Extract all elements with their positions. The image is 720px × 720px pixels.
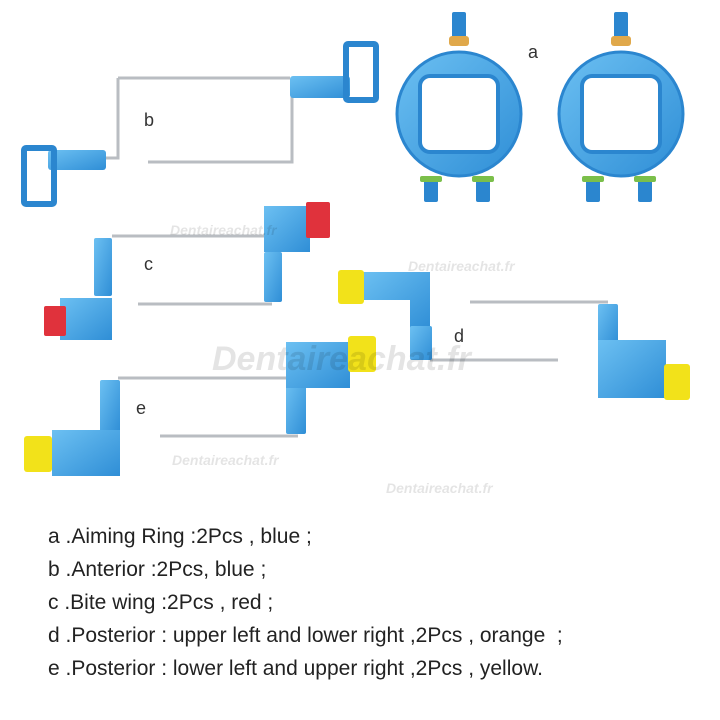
bite-wing-holder-2 xyxy=(138,202,330,306)
label-c: c xyxy=(144,254,153,274)
watermark-5: Dentaireachat.fr xyxy=(386,480,493,496)
watermark-1: Dentaireachat.fr xyxy=(170,222,277,238)
positioner-kit-drawing xyxy=(21,12,690,476)
posterior-orange-holder-1 xyxy=(338,270,558,362)
label-b: b xyxy=(144,110,155,130)
posterior-yellow-holder-1 xyxy=(24,376,300,476)
label-e: e xyxy=(136,398,147,418)
bite-wing-holder-1 xyxy=(44,234,300,340)
anterior-holder-1 xyxy=(21,76,290,207)
watermark-4: Dentaireachat.fr xyxy=(172,452,279,468)
product-illustration: a b c d e Dentaireachat.fr Dentaireachat… xyxy=(21,12,690,496)
legend-item-e: e .Posterior : lower left and upper righ… xyxy=(48,657,543,680)
label-d: d xyxy=(454,326,465,346)
posterior-orange-holder-2 xyxy=(470,300,690,400)
aiming-ring-left xyxy=(395,12,523,202)
anterior-holder-2 xyxy=(148,41,379,164)
legend-item-d: d .Posterior : upper left and lower righ… xyxy=(48,624,563,647)
posterior-yellow-holder-2 xyxy=(160,336,376,438)
legend-item-a: a .Aiming Ring :2Pcs , blue ; xyxy=(48,525,312,548)
legend-item-c: c .Bite wing :2Pcs , red ; xyxy=(48,591,274,614)
parts-legend: a .Aiming Ring :2Pcs , blue ; b .Anterio… xyxy=(48,520,708,685)
legend-item-b: b .Anterior :2Pcs, blue ; xyxy=(48,558,267,581)
aiming-ring-right xyxy=(557,12,685,202)
watermark-2: Dentaireachat.fr xyxy=(408,258,515,274)
watermark-3: Dentaireachat.fr xyxy=(212,340,471,378)
label-a: a xyxy=(528,42,539,62)
